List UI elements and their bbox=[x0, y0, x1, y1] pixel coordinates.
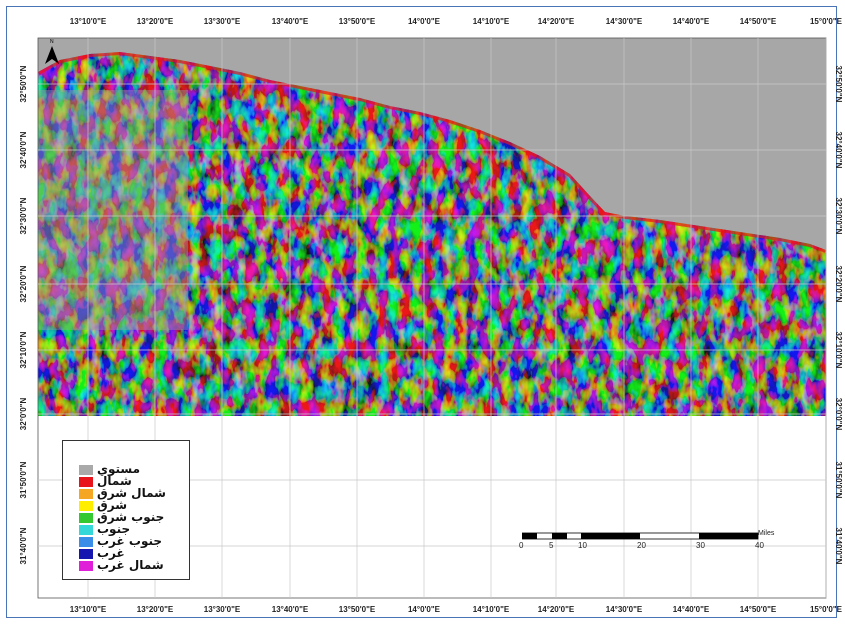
left-latitude-label: 32°40'0"N bbox=[19, 131, 28, 168]
bottom-longitude-label: 14°40'0"E bbox=[673, 605, 710, 614]
right-latitude-label: 32°30'0"N bbox=[834, 198, 843, 235]
legend-swatch bbox=[79, 465, 93, 475]
top-longitude-label: 14°10'0"E bbox=[473, 17, 510, 26]
legend-swatch bbox=[79, 489, 93, 499]
legend-label: شرق bbox=[97, 498, 127, 512]
right-latitude-label: 31°40'0"N bbox=[834, 528, 843, 565]
left-latitude-label: 32°0'0"N bbox=[19, 398, 28, 431]
top-longitude-label: 14°0'0"E bbox=[408, 17, 441, 26]
top-longitude-label: 13°40'0"E bbox=[272, 17, 309, 26]
scale-label: 10 bbox=[578, 541, 587, 550]
legend-label: جنوب غرب bbox=[97, 534, 163, 548]
legend-swatch bbox=[79, 525, 93, 535]
legend-item: مستوي bbox=[79, 462, 189, 476]
legend-label: جنوب bbox=[97, 522, 131, 536]
right-latitude-label: 32°20'0"N bbox=[834, 266, 843, 303]
bottom-longitude-label: 13°20'0"E bbox=[137, 605, 174, 614]
right-latitude-label: 32°0'0"N bbox=[834, 398, 843, 431]
legend-swatch bbox=[79, 549, 93, 559]
north-arrow: N bbox=[45, 39, 59, 64]
legend-swatch bbox=[79, 501, 93, 511]
legend-swatch bbox=[79, 477, 93, 487]
scale-label: 20 bbox=[637, 541, 646, 550]
bottom-longitude-label: 13°50'0"E bbox=[339, 605, 376, 614]
legend-label: شمال غرب bbox=[97, 558, 164, 572]
legend-label: غرب bbox=[97, 546, 125, 560]
legend-item: شمال bbox=[79, 474, 189, 488]
left-latitude-label: 31°50'0"N bbox=[19, 461, 28, 498]
bottom-longitude-labels: 13°10'0"E 13°20'0"E 13°30'0"E 13°40'0"E 13°5… bbox=[70, 605, 843, 614]
top-longitude-label: 13°30'0"E bbox=[204, 17, 241, 26]
bottom-longitude-label: 13°30'0"E bbox=[204, 605, 241, 614]
top-longitude-label: 13°10'0"E bbox=[70, 17, 107, 26]
bottom-longitude-label: 13°40'0"E bbox=[272, 605, 309, 614]
legend-label: شمال bbox=[97, 474, 132, 488]
top-longitude-label: 14°20'0"E bbox=[538, 17, 575, 26]
bottom-longitude-label: 13°10'0"E bbox=[70, 605, 107, 614]
right-latitude-label: 32°50'0"N bbox=[834, 66, 843, 103]
bottom-longitude-label: 14°20'0"E bbox=[538, 605, 575, 614]
top-longitude-label: 14°30'0"E bbox=[606, 17, 643, 26]
scale-bar: Miles 0 5 10 20 30 40 bbox=[519, 530, 782, 554]
legend-item: شمال شرق bbox=[79, 486, 189, 500]
left-latitude-label: 32°10'0"N bbox=[19, 331, 28, 368]
right-latitude-labels: 32°50'0"N 32°40'0"N 32°30'0"N 32°20'0"N 32°1… bbox=[834, 66, 843, 565]
bottom-longitude-label: 14°30'0"E bbox=[606, 605, 643, 614]
bottom-longitude-label: 15°0'0"E bbox=[810, 605, 843, 614]
legend-item: جنوب شرق bbox=[79, 510, 189, 524]
right-latitude-label: 32°10'0"N bbox=[834, 332, 843, 369]
legend-item: شمال غرب bbox=[79, 558, 189, 572]
top-longitude-label: 14°50'0"E bbox=[740, 17, 777, 26]
top-longitude-labels: 13°10'0"E 13°20'0"E 13°30'0"E 13°40'0"E 13°5… bbox=[70, 17, 843, 26]
bottom-longitude-label: 14°0'0"E bbox=[408, 605, 441, 614]
legend-swatch bbox=[79, 513, 93, 523]
legend-label: شمال شرق bbox=[97, 486, 166, 500]
top-longitude-label: 15°0'0"E bbox=[810, 17, 843, 26]
legend-item: غرب bbox=[79, 546, 189, 560]
legend-item: جنوب غرب bbox=[79, 534, 189, 548]
bottom-longitude-label: 14°50'0"E bbox=[740, 605, 777, 614]
scale-label: 0 bbox=[519, 541, 524, 550]
right-latitude-label: 32°40'0"N bbox=[834, 132, 843, 169]
legend-item: جنوب bbox=[79, 522, 189, 536]
top-longitude-label: 14°40'0"E bbox=[673, 17, 710, 26]
legend-swatch bbox=[79, 537, 93, 547]
top-longitude-label: 13°50'0"E bbox=[339, 17, 376, 26]
scale-label: 40 bbox=[755, 541, 764, 550]
legend-swatch bbox=[79, 561, 93, 571]
left-latitude-labels: 32°50'0"N 32°40'0"N 32°30'0"N 32°20'0"N 32°1… bbox=[19, 65, 28, 564]
left-latitude-label: 31°40'0"N bbox=[19, 527, 28, 564]
scale-label: 30 bbox=[696, 541, 705, 550]
north-arrow-label: N bbox=[50, 39, 54, 45]
bottom-longitude-label: 14°10'0"E bbox=[473, 605, 510, 614]
left-latitude-label: 32°50'0"N bbox=[19, 65, 28, 102]
legend-label: جنوب شرق bbox=[97, 510, 165, 524]
right-latitude-label: 31°50'0"N bbox=[834, 462, 843, 499]
left-latitude-label: 32°30'0"N bbox=[19, 197, 28, 234]
scale-unit: Miles bbox=[758, 530, 775, 537]
legend-item: شرق bbox=[79, 498, 189, 512]
legend-label: مستوي bbox=[97, 462, 141, 476]
left-latitude-label: 32°20'0"N bbox=[19, 265, 28, 302]
scale-label: 5 bbox=[549, 541, 554, 550]
top-longitude-label: 13°20'0"E bbox=[137, 17, 174, 26]
